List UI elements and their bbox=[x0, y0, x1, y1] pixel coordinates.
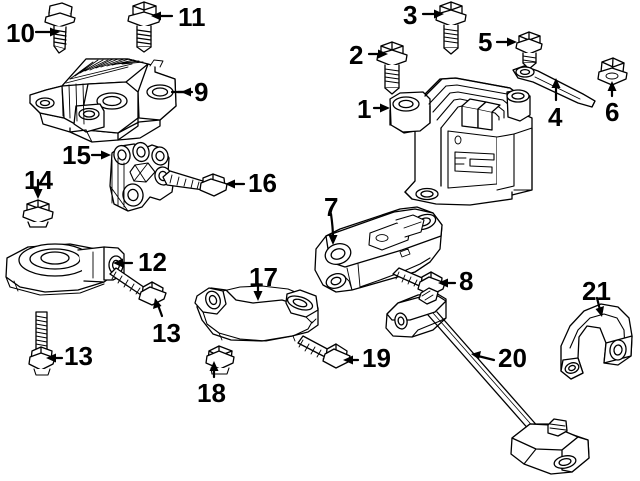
part-12-torque-rod-bushing bbox=[5, 243, 125, 296]
leader-20 bbox=[476, 354, 496, 362]
part-10-flange-bolt bbox=[44, 2, 76, 54]
callout-label-8[interactable]: 8 bbox=[459, 266, 474, 296]
callout-label-4[interactable]: 4 bbox=[548, 102, 563, 132]
callout-label-13b[interactable]: 13 bbox=[64, 341, 93, 371]
part-9-transmission-mount bbox=[29, 58, 177, 143]
part-6-flange-nut bbox=[597, 57, 628, 86]
part-13-long-flange-bolt-b bbox=[28, 311, 56, 376]
callout-label-6[interactable]: 6 bbox=[605, 97, 620, 127]
part-21-mount-bracket-bar bbox=[560, 303, 633, 380]
callout-label-15[interactable]: 15 bbox=[62, 140, 91, 170]
part-5-short-stud-bolt bbox=[515, 31, 543, 70]
callout-label-2[interactable]: 2 bbox=[349, 40, 364, 70]
callout-label-9[interactable]: 9 bbox=[194, 77, 209, 107]
leader-lines bbox=[33, 9, 617, 379]
part-1-engine-mount-bracket bbox=[389, 77, 533, 206]
callout-label-17[interactable]: 17 bbox=[249, 262, 278, 292]
callout-label-18[interactable]: 18 bbox=[197, 378, 226, 408]
part-16-flange-bolt bbox=[162, 170, 228, 197]
callout-label-3[interactable]: 3 bbox=[403, 0, 418, 30]
callout-label-19[interactable]: 19 bbox=[362, 343, 391, 373]
callout-label-7[interactable]: 7 bbox=[324, 192, 339, 222]
part-13-long-flange-bolt-a bbox=[109, 267, 167, 306]
callout-label-5[interactable]: 5 bbox=[478, 27, 493, 57]
callout-label-16[interactable]: 16 bbox=[248, 168, 277, 198]
part-3-hex-flange-bolt bbox=[435, 1, 467, 55]
callout-label-1[interactable]: 1 bbox=[357, 94, 372, 124]
callout-label-20[interactable]: 20 bbox=[498, 343, 527, 373]
callout-label-11[interactable]: 11 bbox=[178, 2, 206, 32]
callout-label-12[interactable]: 12 bbox=[138, 247, 167, 277]
part-11-hex-flange-bolt bbox=[127, 1, 161, 53]
part-20-torque-strut-rod bbox=[385, 287, 590, 475]
callout-label-14[interactable]: 14 bbox=[24, 165, 53, 195]
part-19-flange-bolt bbox=[297, 335, 351, 369]
callout-label-21[interactable]: 21 bbox=[582, 276, 611, 306]
callout-label-10[interactable]: 10 bbox=[6, 18, 35, 48]
callout-label-13a[interactable]: 13 bbox=[152, 318, 181, 348]
part-2-flange-bolt bbox=[376, 41, 408, 95]
part-15-mount-bracket-support bbox=[109, 141, 175, 212]
part-14-flange-nut bbox=[22, 199, 54, 228]
part-17-mount-strut-bracket bbox=[194, 285, 319, 342]
